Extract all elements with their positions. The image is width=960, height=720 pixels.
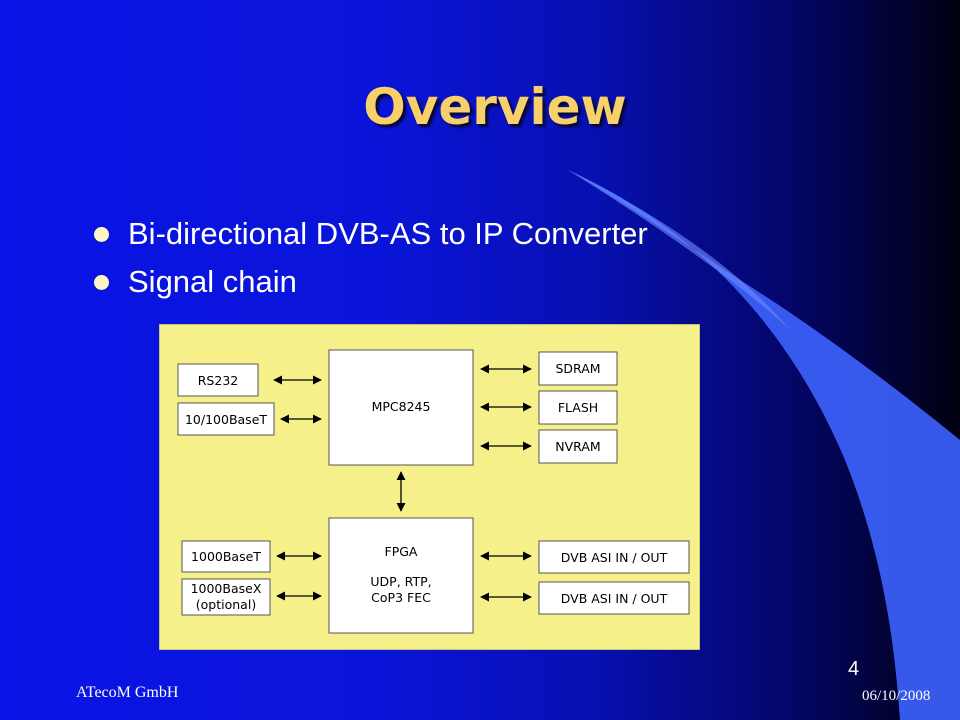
page-number: 4	[848, 658, 860, 680]
nvram-label: NVRAM	[555, 439, 600, 454]
fpga-box: FPGA UDP, RTP, CoP3 FEC	[328, 517, 474, 634]
footer-date: 06/10/2008	[862, 688, 931, 704]
gigabit-t-label: 1000BaseT	[191, 549, 261, 564]
gigabit-t-box: 1000BaseT	[181, 540, 271, 573]
rs232-label: RS232	[198, 373, 238, 388]
mpc8245-label: MPC8245	[372, 399, 431, 414]
bullet-text: Bi-directional DVB-AS to IP Converter	[128, 216, 648, 251]
rs232-box: RS232	[177, 363, 259, 397]
ethernet-100-label: 10/100BaseT	[185, 412, 267, 427]
flash-label: FLASH	[558, 400, 598, 415]
gigabit-x-box: 1000BaseX (optional)	[181, 578, 271, 616]
footer-company: ATecoM GmbH	[76, 684, 179, 701]
gigabit-x-optional-label: (optional)	[196, 597, 256, 612]
signal-chain-diagram: RS232 10/100BaseT MPC8245 SDRAM FLASH NV…	[159, 324, 700, 650]
bullet-icon	[94, 227, 109, 242]
ethernet-100-box: 10/100BaseT	[177, 402, 275, 436]
dvb-asi-box-2: DVB ASI IN / OUT	[538, 581, 690, 615]
bullet-item: Bi-directional DVB-AS to IP Converter	[92, 212, 648, 260]
page-title: Overview	[363, 78, 627, 136]
dvb-asi-label-1: DVB ASI IN / OUT	[561, 550, 668, 565]
sdram-label: SDRAM	[555, 361, 600, 376]
bullet-item: Signal chain	[92, 260, 648, 308]
bullet-icon	[94, 275, 109, 290]
fpga-label: FPGA	[385, 544, 418, 559]
fpga-fec-label: CoP3 FEC	[371, 590, 431, 605]
nvram-box: NVRAM	[538, 429, 618, 464]
bullet-list: Bi-directional DVB-AS to IP Converter Si…	[92, 212, 648, 308]
flash-box: FLASH	[538, 390, 618, 425]
sdram-box: SDRAM	[538, 351, 618, 386]
dvb-asi-box-1: DVB ASI IN / OUT	[538, 540, 690, 574]
dvb-asi-label-2: DVB ASI IN / OUT	[561, 591, 668, 606]
mpc8245-box: MPC8245	[328, 349, 474, 466]
fpga-protocols-label: UDP, RTP,	[370, 574, 431, 589]
bullet-text: Signal chain	[128, 264, 297, 299]
gigabit-x-label: 1000BaseX	[191, 581, 262, 596]
connection-arrows	[273, 364, 532, 602]
